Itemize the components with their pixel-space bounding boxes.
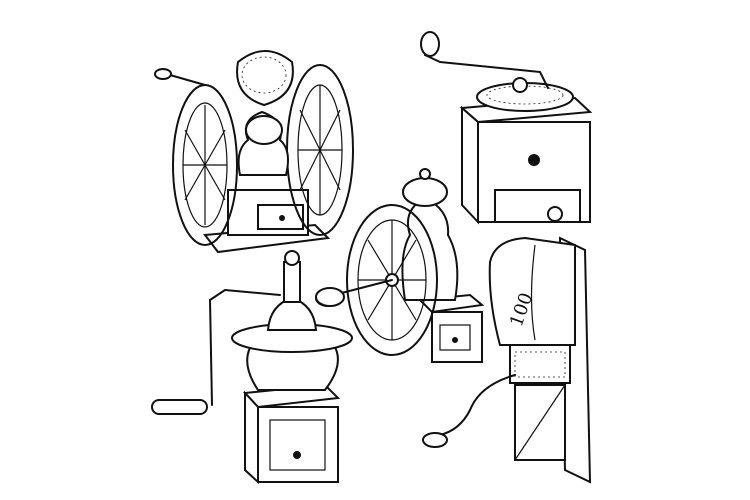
pedestal-grinder-side-crank	[151, 250, 353, 485]
wheel-grinder-large	[154, 50, 354, 254]
wheel-grinder-small	[315, 168, 485, 363]
wall-mounted-grinder: 100	[422, 236, 592, 484]
box-grinder-top-crank	[420, 31, 593, 225]
